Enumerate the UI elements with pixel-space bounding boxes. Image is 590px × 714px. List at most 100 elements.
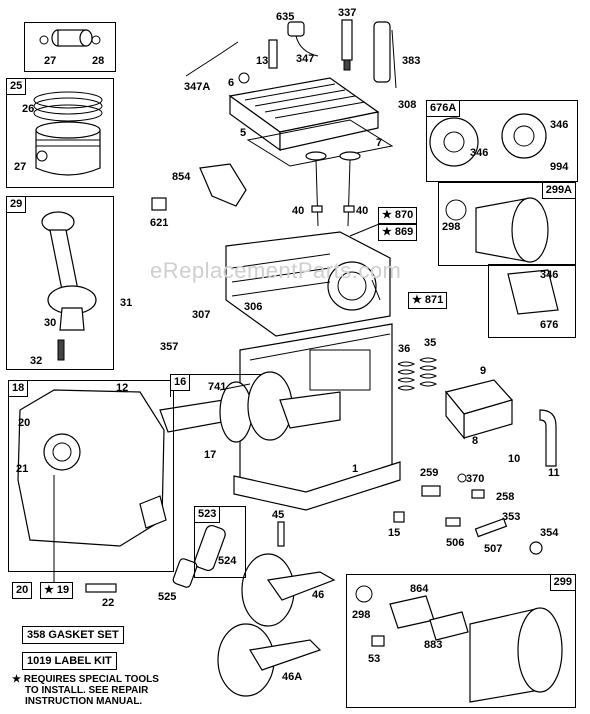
piston-drawing [33, 91, 103, 176]
box-label-20: 20 [12, 582, 33, 599]
part-label-5: 5 [240, 127, 247, 139]
part-label-506: 506 [446, 537, 465, 549]
part-label-13: 13 [256, 55, 269, 67]
part-label-21: 21 [16, 463, 29, 475]
part-label-621: 621 [150, 217, 169, 229]
star-tag-869: ★ 869 [378, 224, 418, 241]
part-label-46: 46 [312, 589, 325, 601]
watermark: eReplacementParts.com [150, 258, 402, 283]
part-label-9: 9 [480, 365, 487, 377]
part-label-370: 370 [466, 473, 485, 485]
part-label-883: 883 [424, 639, 443, 651]
box-label-29: 29 [6, 196, 27, 213]
part-box-29: 29 [6, 196, 114, 370]
part-label-346-lower: 346 [540, 269, 559, 281]
part-label-46a: 46A [282, 671, 303, 683]
part-label-53: 53 [368, 653, 381, 665]
part-label-347a: 347A [184, 81, 211, 93]
part-label-676: 676 [540, 319, 559, 331]
crankshaft-drawing [159, 371, 341, 443]
box-label-299a: 299A [541, 182, 576, 199]
part-box-299a: 299A [438, 182, 576, 266]
part-label-11: 11 [548, 467, 560, 479]
connecting-rod-drawing [41, 211, 97, 361]
part-label-524: 524 [218, 555, 237, 567]
part-box-299: 299 [346, 574, 576, 708]
part-label-31: 31 [120, 297, 133, 309]
part-label-7: 7 [376, 137, 383, 149]
oil-fill-drawing [85, 524, 226, 593]
part-label-635: 635 [276, 11, 295, 23]
part-label-28: 28 [92, 55, 105, 67]
valves-drawing [305, 151, 361, 227]
top-parts-drawing [185, 19, 397, 89]
part-label-307: 307 [192, 309, 211, 321]
camshaft-drawing [217, 553, 336, 697]
part-label-8: 8 [472, 435, 479, 447]
part-box-18: 18 [8, 380, 174, 572]
part-label-45: 45 [272, 509, 285, 521]
part-box-676a: 676A [426, 100, 578, 182]
part-label-6: 6 [228, 77, 235, 89]
part-label-994: 994 [550, 161, 569, 173]
part-label-26: 26 [22, 103, 35, 115]
part-label-298: 298 [442, 221, 461, 233]
part-box-25: 25 [6, 78, 114, 188]
part-label-35: 35 [424, 337, 437, 349]
muffler-299a-drawing [445, 197, 559, 315]
part-label-354: 354 [540, 527, 559, 539]
part-label-346-left: 346 [470, 147, 489, 159]
cover-676a-drawing [429, 113, 547, 167]
part-label-259: 259 [420, 467, 439, 479]
part-label-507: 507 [484, 543, 503, 555]
part-label-27: 27 [44, 55, 57, 67]
star-tag-871: ★ 871 [408, 292, 448, 309]
part-label-357: 357 [160, 341, 179, 353]
part-label-298-lower: 298 [352, 609, 371, 621]
part-label-27-lower: 27 [14, 161, 27, 173]
part-label-864: 864 [410, 583, 429, 595]
star-tag-19: ★ 19 [40, 582, 74, 599]
part-label-40-right: 40 [356, 205, 369, 217]
part-label-383: 383 [402, 55, 421, 67]
part-label-22: 22 [102, 597, 115, 609]
part-label-30: 30 [44, 317, 57, 329]
part-box-676 [488, 264, 576, 338]
box-label-299: 299 [549, 574, 576, 591]
part-label-258: 258 [496, 491, 515, 503]
part-label-337: 337 [338, 7, 357, 19]
piston-pin-drawing [39, 29, 101, 47]
part-label-741: 741 [208, 381, 227, 393]
note-line-3: INSTRUCTION MANUAL. [25, 696, 143, 707]
part-label-36: 36 [398, 343, 411, 355]
part-label-353: 353 [502, 511, 521, 523]
part-label-12: 12 [116, 382, 129, 394]
part-label-308: 308 [398, 99, 417, 111]
part-label-854: 854 [172, 171, 191, 183]
box-label-25: 25 [6, 78, 27, 95]
part-label-17: 17 [204, 449, 217, 461]
special-tools-note: ★ REQUIRES SPECIAL TOOLS TO INSTALL. SEE… [12, 674, 159, 707]
part-box-16: 16 [170, 374, 261, 397]
part-label-1: 1 [352, 463, 359, 475]
valve-springs-drawing [397, 357, 438, 391]
part-box-27-28 [24, 22, 116, 72]
muffler-299-drawing [355, 585, 563, 703]
box-label-676a: 676A [426, 100, 461, 117]
part-label-346: 346 [550, 119, 569, 131]
box-label-18: 18 [8, 380, 29, 397]
box-label-16: 16 [170, 374, 191, 391]
part-label-10: 10 [508, 453, 521, 465]
part-label-20: 20 [18, 417, 31, 429]
bracket-drawing [151, 163, 247, 211]
part-label-306: 306 [244, 301, 263, 313]
star-tag-870: ★ 870 [378, 207, 418, 224]
part-box-523: 523 [194, 506, 246, 578]
label-kit-label: 1019 LABEL KIT [22, 652, 117, 670]
tappet-cover-drawing [444, 379, 557, 467]
gasket-set-label: 358 GASKET SET [22, 626, 124, 644]
part-label-525: 525 [158, 591, 177, 603]
part-label-40: 40 [292, 205, 305, 217]
part-label-15: 15 [388, 527, 401, 539]
